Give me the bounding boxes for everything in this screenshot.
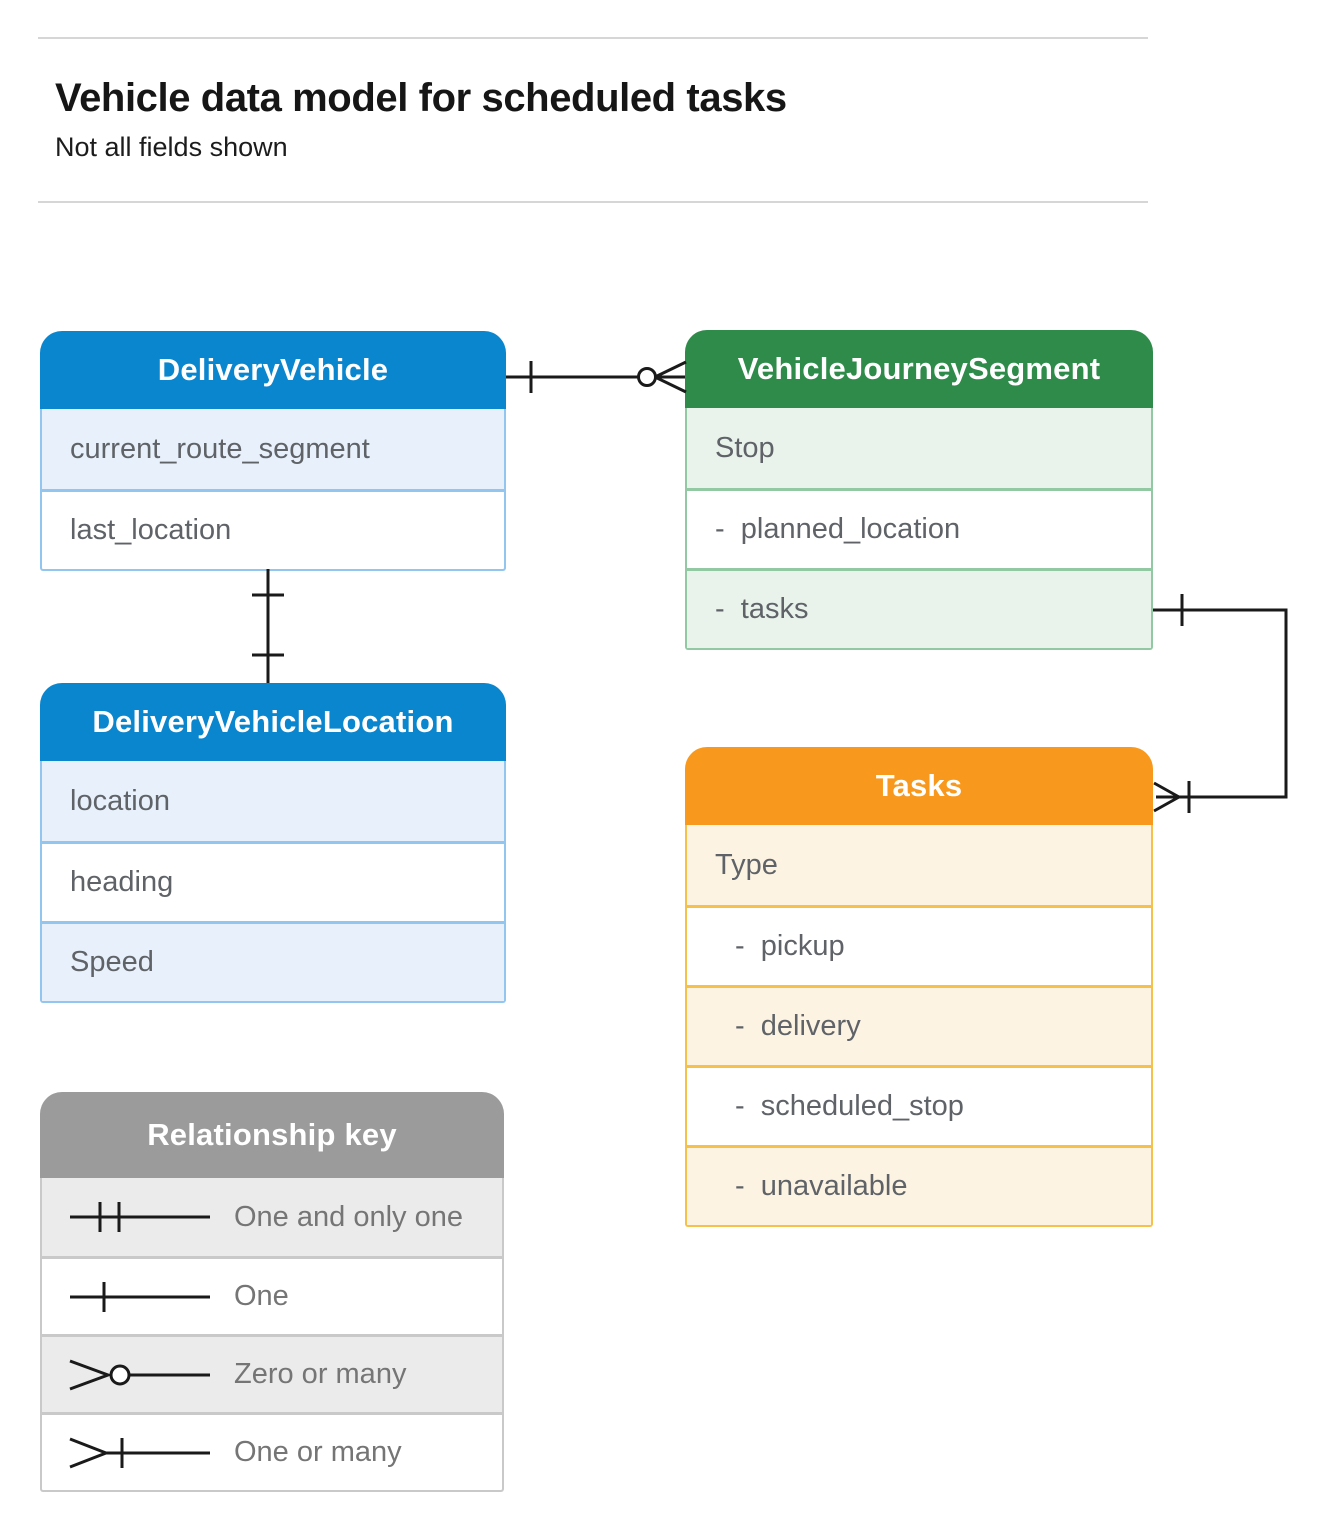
field-label: last_location bbox=[70, 514, 232, 546]
relationship-key-header: Relationship key bbox=[40, 1092, 504, 1178]
entity-title: DeliveryVehicle bbox=[157, 352, 389, 387]
field-row: current_route_segment bbox=[42, 409, 504, 489]
field-row: location bbox=[42, 761, 504, 841]
legend-label: One bbox=[234, 1280, 289, 1312]
field-row: heading bbox=[42, 841, 504, 921]
entity-title: DeliveryVehicleLocation bbox=[92, 704, 454, 739]
entity-title: Tasks bbox=[875, 768, 963, 803]
field-label: Speed bbox=[70, 946, 154, 978]
legend-row: Zero or many bbox=[42, 1334, 502, 1412]
relationship-key-title: Relationship key bbox=[147, 1117, 397, 1152]
legend-label: One and only one bbox=[234, 1200, 463, 1233]
field-row: - pickup bbox=[687, 905, 1151, 985]
entity-title: VehicleJourneySegment bbox=[737, 351, 1101, 386]
entity-delivery-vehicle-location-header: DeliveryVehicleLocation bbox=[40, 683, 506, 761]
page-title: Vehicle data model for scheduled tasks bbox=[55, 76, 787, 120]
entity-delivery-vehicle-location: DeliveryVehicleLocation location heading… bbox=[40, 683, 506, 1003]
field-label: - planned_location bbox=[715, 513, 961, 545]
entity-delivery-vehicle-header: DeliveryVehicle bbox=[40, 331, 506, 409]
entity-tasks-body: Type - pickup - delivery - scheduled_sto… bbox=[685, 825, 1153, 1227]
legend-row: One bbox=[42, 1256, 502, 1334]
field-label: current_route_segment bbox=[70, 432, 370, 465]
top-divider bbox=[38, 37, 1148, 39]
field-row: - tasks bbox=[687, 568, 1151, 648]
legend-label: Zero or many bbox=[234, 1358, 407, 1390]
connector-vehiclejourneysegment-tasks bbox=[1153, 594, 1288, 813]
one-icon bbox=[70, 1281, 210, 1312]
entity-vehicle-journey-segment: VehicleJourneySegment Stop - planned_loc… bbox=[685, 330, 1153, 650]
one-or-many-icon bbox=[69, 1437, 210, 1468]
entity-delivery-vehicle-location-body: location heading Speed bbox=[40, 761, 506, 1003]
field-row: Type bbox=[687, 825, 1151, 905]
relationship-key: Relationship key One and only one One bbox=[40, 1092, 504, 1492]
field-row: - delivery bbox=[687, 985, 1151, 1065]
field-label: Stop bbox=[715, 431, 775, 464]
one-and-only-one-icon bbox=[70, 1202, 210, 1232]
entity-delivery-vehicle-body: current_route_segment last_location bbox=[40, 409, 506, 571]
entity-tasks-header: Tasks bbox=[685, 747, 1153, 825]
field-label: heading bbox=[70, 866, 174, 898]
legend-label: One or many bbox=[234, 1436, 402, 1468]
field-row: - planned_location bbox=[687, 488, 1151, 568]
field-label: Type bbox=[715, 848, 778, 881]
field-row: Stop bbox=[687, 408, 1151, 488]
field-label: - tasks bbox=[715, 593, 809, 625]
field-row: - scheduled_stop bbox=[687, 1065, 1151, 1145]
field-label: - pickup bbox=[735, 930, 845, 962]
field-label: - delivery bbox=[735, 1010, 861, 1042]
field-row: Speed bbox=[42, 921, 504, 1001]
legend-row: One and only one bbox=[42, 1178, 502, 1256]
relationship-key-body: One and only one One Zero or many bbox=[40, 1178, 504, 1492]
connector-deliveryvehicle-vehiclejourneysegment bbox=[506, 360, 687, 394]
field-row: - unavailable bbox=[687, 1145, 1151, 1225]
field-label: location bbox=[70, 784, 170, 817]
legend-row: One or many bbox=[42, 1412, 502, 1490]
page-subtitle: Not all fields shown bbox=[55, 132, 288, 162]
connector-deliveryvehicle-deliveryvehiclelocation bbox=[252, 569, 284, 683]
zero-or-many-icon bbox=[69, 1359, 210, 1390]
entity-delivery-vehicle: DeliveryVehicle current_route_segment la… bbox=[40, 331, 506, 571]
entity-vehicle-journey-segment-header: VehicleJourneySegment bbox=[685, 330, 1153, 408]
mid-divider bbox=[38, 201, 1148, 203]
field-label: - scheduled_stop bbox=[735, 1090, 964, 1122]
field-row: last_location bbox=[42, 489, 504, 569]
entity-tasks: Tasks Type - pickup - delivery - schedul… bbox=[685, 747, 1153, 1227]
entity-vehicle-journey-segment-body: Stop - planned_location - tasks bbox=[685, 408, 1153, 650]
field-label: - unavailable bbox=[735, 1170, 908, 1202]
